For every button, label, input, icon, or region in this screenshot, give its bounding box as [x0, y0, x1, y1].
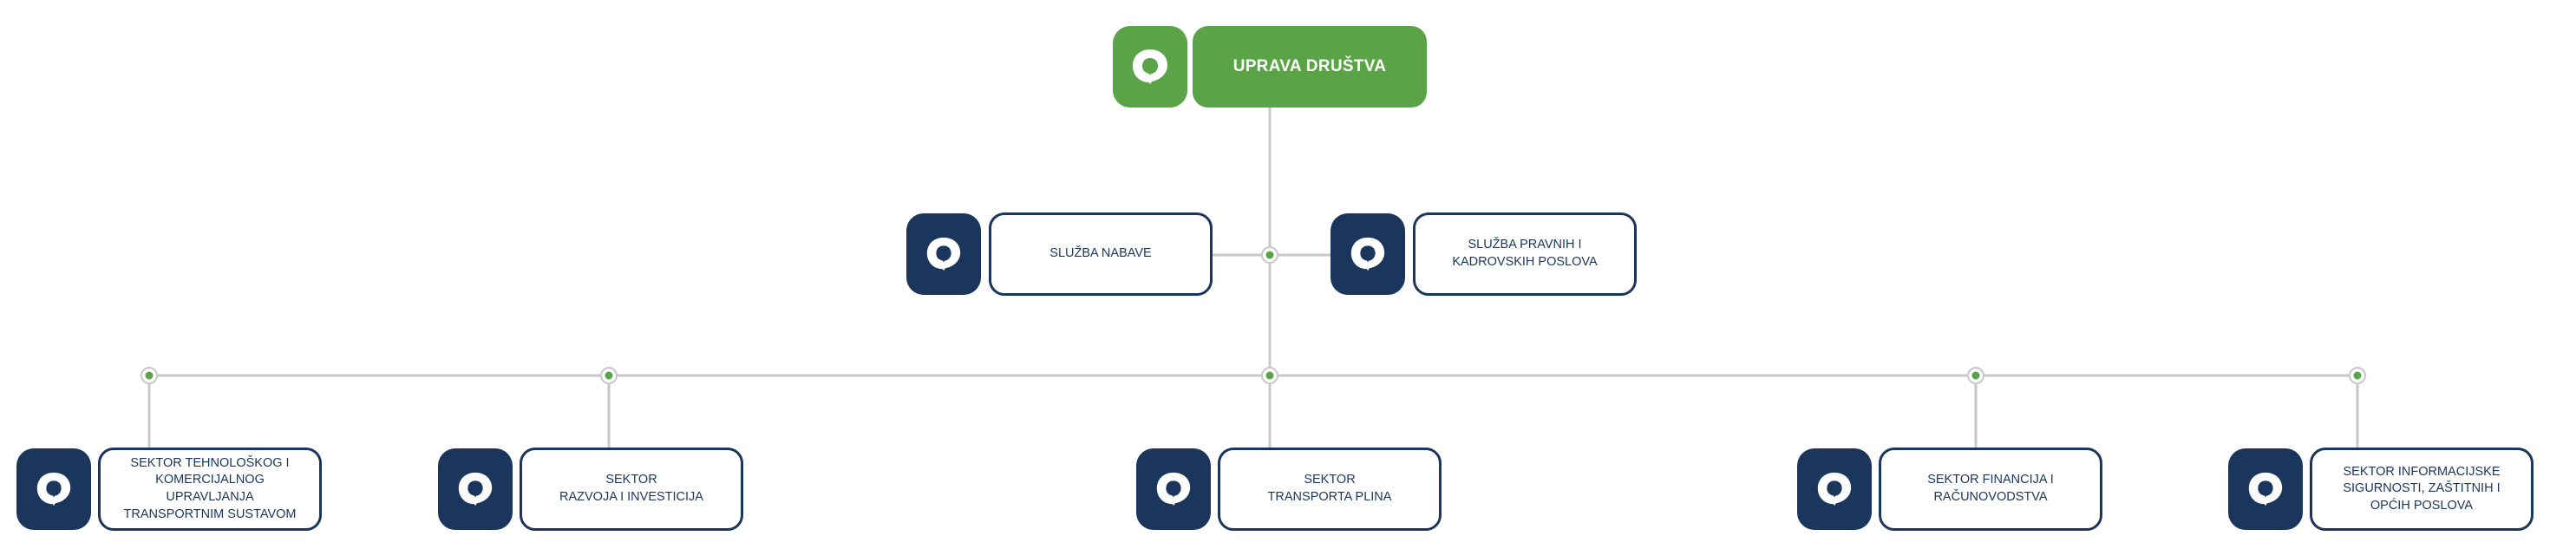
sector-label-box: SEKTOR RAZVOJA I INVESTICIJA: [520, 448, 743, 531]
sector-label: SEKTOR RAZVOJA I INVESTICIJA: [559, 473, 703, 504]
junction-sector-5: [2349, 367, 2366, 384]
junction-dots: [141, 246, 2366, 384]
sector-logo-icon: [438, 448, 513, 530]
board-label-box: UPRAVA DRUŠTVA: [1193, 26, 1427, 108]
sector-label-box: SEKTOR TRANSPORTA PLINA: [1218, 448, 1442, 531]
junction-service: [1261, 246, 1278, 264]
sector-label-box: SEKTOR TEHNOLOŠKOG I KOMERCIJALNOG UPRAV…: [98, 448, 322, 531]
sector-logo-icon: [2228, 448, 2303, 530]
sector-label: SEKTOR TRANSPORTA PLINA: [1267, 473, 1392, 504]
service-label-box: SLUŽBA PRAVNIH I KADROVSKIH POSLOVA: [1413, 212, 1637, 296]
board-label: UPRAVA DRUŠTVA: [1232, 57, 1387, 75]
junction-sector-2: [600, 367, 618, 384]
sector-logo-icon: [1136, 448, 1211, 530]
junction-sector-4: [1967, 367, 1984, 384]
service-label-box: SLUŽBA NABAVE: [989, 212, 1213, 296]
sector-logo-icon: [1797, 448, 1872, 530]
sector-label: SEKTOR INFORMACIJSKE SIGURNOSTI, ZAŠTITN…: [2343, 464, 2501, 513]
junction-sector-3: [1261, 367, 1278, 384]
service-logo-icon: [1330, 213, 1405, 295]
service-label: SLUŽBA NABAVE: [1049, 246, 1152, 261]
sector-label-box: SEKTOR INFORMACIJSKE SIGURNOSTI, ZAŠTITN…: [2310, 448, 2534, 531]
service-label: SLUŽBA PRAVNIH I KADROVSKIH POSLOVA: [1452, 238, 1598, 269]
board-logo-icon: [1113, 26, 1187, 108]
sector-logo-icon: [16, 448, 91, 530]
sector-label: SEKTOR TEHNOLOŠKOG I KOMERCIJALNOG UPRAV…: [123, 455, 297, 521]
service-logo-icon: [906, 213, 981, 295]
sector-label-box: SEKTOR FINANCIJA I RAČUNOVODSTVA: [1879, 448, 2102, 531]
sector-label: SEKTOR FINANCIJA I RAČUNOVODSTVA: [1927, 473, 2054, 504]
junction-sector-1: [141, 367, 158, 384]
